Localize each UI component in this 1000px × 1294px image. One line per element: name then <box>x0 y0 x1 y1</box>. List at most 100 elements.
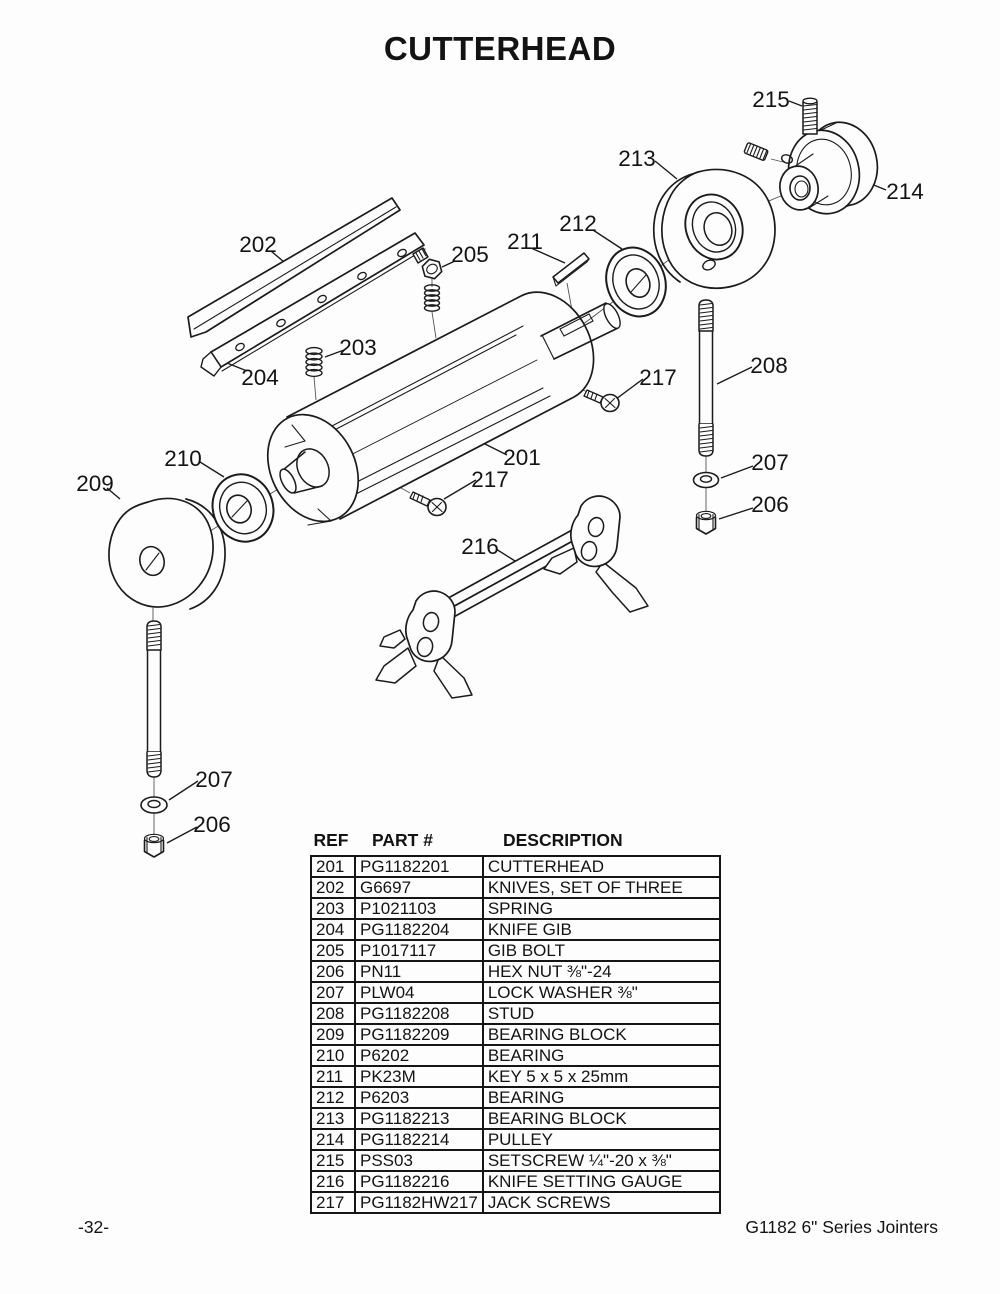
desc-cell: BEARING <box>481 1044 721 1067</box>
callout-205: 205 <box>451 242 489 267</box>
part-207-lock-washer-left <box>140 796 168 814</box>
part-202-knife <box>187 197 401 338</box>
callout-210: 210 <box>164 446 202 471</box>
part-203-springs <box>305 284 441 378</box>
part-cell: PG1182213 <box>354 1107 484 1130</box>
part-212-bearing <box>605 246 667 318</box>
part-215-setscrews <box>743 97 818 161</box>
callout-204: 204 <box>241 365 279 390</box>
ref-cell: 210 <box>310 1044 356 1067</box>
callout-labels: 215 213 214 202 205 211 212 203 204 217 … <box>76 87 924 837</box>
desc-cell: KEY 5 x 5 x 25mm <box>481 1065 721 1088</box>
callout-209: 209 <box>76 471 114 496</box>
callout-206-left: 206 <box>193 812 231 837</box>
part-209-bearing-block <box>108 497 226 610</box>
header-part: PART # <box>372 830 433 850</box>
parts-table-header: REF PART # DESCRIPTION <box>310 830 699 851</box>
part-cell: P1021103 <box>354 897 484 920</box>
ref-cell: 217 <box>310 1191 356 1214</box>
callout-217-upper: 217 <box>639 365 677 390</box>
part-201-cutterhead <box>266 291 621 526</box>
desc-cell: JACK SCREWS <box>481 1191 721 1214</box>
part-206-hex-nut-right <box>695 510 717 535</box>
part-cell: PN11 <box>354 960 484 983</box>
callout-207-left: 207 <box>195 767 233 792</box>
callout-208: 208 <box>750 353 788 378</box>
part-cell: P6202 <box>354 1044 484 1067</box>
ref-cell: 211 <box>310 1065 356 1088</box>
part-216-knife-setting-gauge <box>375 495 649 699</box>
part-213-bearing-block <box>652 168 776 290</box>
page-title: CUTTERHEAD <box>383 30 617 67</box>
part-cell: P6203 <box>354 1086 484 1109</box>
part-cell: PG1182HW217 <box>354 1191 484 1214</box>
part-cell: PG1182204 <box>354 918 484 941</box>
part-207-lock-washer-right <box>692 471 720 489</box>
desc-cell: KNIFE GIB <box>481 918 721 941</box>
desc-cell: SETSCREW ¼"-20 x ⅜" <box>481 1149 721 1172</box>
desc-cell: KNIVES, SET OF THREE <box>481 876 721 899</box>
part-205-gib-bolt <box>412 247 443 280</box>
callout-213: 213 <box>618 146 656 171</box>
ref-cell: 203 <box>310 897 356 920</box>
desc-cell: STUD <box>481 1002 721 1025</box>
ref-cell: 215 <box>310 1149 356 1172</box>
part-208-stud <box>698 299 714 457</box>
part-cell: PK23M <box>354 1065 484 1088</box>
callout-201: 201 <box>503 445 541 470</box>
part-217-jack-screws <box>409 389 620 517</box>
callout-206-right: 206 <box>751 492 789 517</box>
header-description: DESCRIPTION <box>503 830 623 850</box>
ref-cell: 212 <box>310 1086 356 1109</box>
desc-cell: BEARING <box>481 1086 721 1109</box>
part-cell: PSS03 <box>354 1149 484 1172</box>
desc-cell: SPRING <box>481 897 721 920</box>
desc-cell: BEARING BLOCK <box>481 1107 721 1130</box>
part-cell: PG1182214 <box>354 1128 484 1151</box>
part-cell: PG1182216 <box>354 1170 484 1193</box>
ref-cell: 207 <box>310 981 356 1004</box>
part-cell: PG1182209 <box>354 1023 484 1046</box>
part-210-bearing <box>211 473 275 543</box>
ref-cell: 205 <box>310 939 356 962</box>
part-cell: PG1182201 <box>354 855 484 878</box>
callout-207-right: 207 <box>751 450 789 475</box>
callout-203: 203 <box>339 335 377 360</box>
part-208-stud-left <box>146 620 162 778</box>
desc-cell: BEARING BLOCK <box>481 1023 721 1046</box>
desc-cell: LOCK WASHER ⅜" <box>481 981 721 1004</box>
part-204-knife-gib <box>200 232 426 377</box>
part-cell: PLW04 <box>354 981 484 1004</box>
ref-cell: 208 <box>310 1002 356 1025</box>
ref-cell: 209 <box>310 1023 356 1046</box>
part-214-pulley <box>779 121 879 215</box>
footer-model-text: G1182 6" Series Jointers <box>745 1217 938 1237</box>
callout-212: 212 <box>559 211 597 236</box>
callout-214: 214 <box>886 179 924 204</box>
ref-cell: 214 <box>310 1128 356 1151</box>
part-cell: G6697 <box>354 876 484 899</box>
part-211-key <box>552 252 590 287</box>
ref-cell: 206 <box>310 960 356 983</box>
callout-217-lower: 217 <box>471 467 509 492</box>
ref-cell: 202 <box>310 876 356 899</box>
desc-cell: HEX NUT ⅜"-24 <box>481 960 721 983</box>
callout-211: 211 <box>507 229 543 254</box>
callout-215: 215 <box>752 87 790 112</box>
